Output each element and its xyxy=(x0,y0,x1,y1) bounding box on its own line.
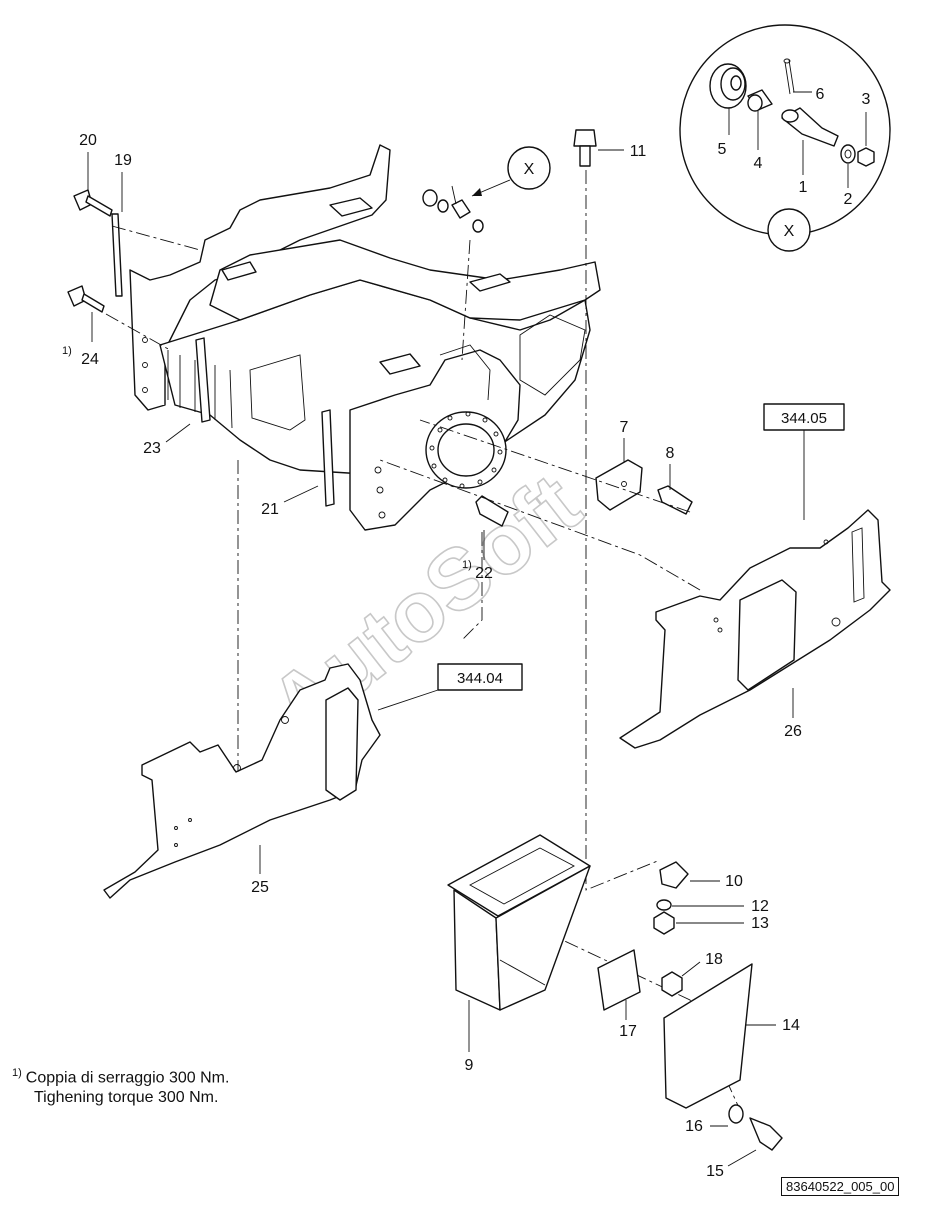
part-13-nut xyxy=(653,911,675,935)
footnote-marker-24: 1) xyxy=(62,345,72,357)
main-frame xyxy=(129,144,601,531)
part-21-bar xyxy=(321,409,335,507)
detail-x-label xyxy=(767,208,811,252)
callout-13: 13 xyxy=(751,915,769,932)
callout-9: 9 xyxy=(465,1057,474,1074)
part-24-bolt xyxy=(67,285,105,313)
part-17-plate xyxy=(597,949,641,1011)
callout-1: 1 xyxy=(799,179,808,196)
svg-text:344.05: 344.05 xyxy=(781,410,827,427)
footnote-line-1: Coppia di serraggio 300 Nm. xyxy=(25,1069,230,1087)
detail-view-x: X xyxy=(679,24,891,252)
part-2-washer xyxy=(840,144,856,164)
callout-25: 25 xyxy=(251,879,269,896)
callout-4: 4 xyxy=(754,155,763,172)
part-7-plate xyxy=(595,459,643,511)
detail-x-text: X xyxy=(784,223,795,240)
reference-box-344-05: 344.05 xyxy=(763,403,845,520)
part-16-washer xyxy=(728,1104,744,1124)
callout-16: 16 xyxy=(685,1118,703,1135)
part-15-bolt xyxy=(749,1117,783,1151)
part-20-bolt xyxy=(73,189,113,217)
part-18-nut xyxy=(661,971,683,997)
footnote: 1)Coppia di serraggio 300 Nm. Tighening … xyxy=(12,1063,229,1108)
svg-text:X: X xyxy=(524,161,535,178)
callout-26: 26 xyxy=(784,723,802,740)
footnote-marker: 1) xyxy=(12,1067,22,1079)
callout-7: 7 xyxy=(620,419,629,436)
part-1-shaft xyxy=(781,107,839,147)
svg-text:344.04: 344.04 xyxy=(457,670,503,687)
callout-22: 22 xyxy=(475,565,493,582)
part-12-washer xyxy=(656,899,672,911)
callout-24: 24 xyxy=(81,351,99,368)
part-14-cover xyxy=(663,963,753,1109)
part-10-clip xyxy=(659,861,689,889)
callout-5: 5 xyxy=(718,141,727,158)
detail-callout-x: X xyxy=(471,146,551,197)
flange-ring xyxy=(425,411,507,489)
part-9-box xyxy=(447,834,591,1011)
part-3-nut xyxy=(857,147,875,167)
reference-box-344-04: 344.04 xyxy=(377,663,523,711)
footnote-line-2: Tighening torque 300 Nm. xyxy=(34,1089,219,1107)
part-19-bar xyxy=(111,213,123,297)
callout-11: 11 xyxy=(630,143,647,160)
callout-15: 15 xyxy=(706,1163,724,1180)
part-25-left-panel xyxy=(103,663,381,899)
part-6-split-pin xyxy=(783,58,795,95)
callout-23: 23 xyxy=(143,440,161,457)
callout-19: 19 xyxy=(114,152,132,169)
part-8-bolt xyxy=(657,485,693,515)
callout-labels: 1 2 3 4 5 6 7 8 9 10 11 12 13 14 15 16 1… xyxy=(62,86,871,1180)
callout-8: 8 xyxy=(666,445,675,462)
part-26-right-panel xyxy=(619,509,891,749)
part-11-bolt xyxy=(573,129,597,167)
callout-17: 17 xyxy=(619,1023,637,1040)
callout-12: 12 xyxy=(751,898,769,915)
document-id: 83640522_005_00 xyxy=(781,1177,900,1196)
part-5-pulley xyxy=(709,63,747,109)
callout-20: 20 xyxy=(79,132,97,149)
footnote-marker-22: 1) xyxy=(462,559,472,571)
callout-2: 2 xyxy=(844,191,853,208)
callout-10: 10 xyxy=(725,873,743,890)
callout-6: 6 xyxy=(816,86,825,103)
callout-14: 14 xyxy=(782,1017,800,1034)
callout-3: 3 xyxy=(862,91,871,108)
part-4-bushing xyxy=(747,89,773,112)
callout-18: 18 xyxy=(705,951,723,968)
part-23-bar xyxy=(195,337,211,423)
pulley-assembly-on-frame xyxy=(422,185,484,233)
callout-21: 21 xyxy=(261,501,279,518)
